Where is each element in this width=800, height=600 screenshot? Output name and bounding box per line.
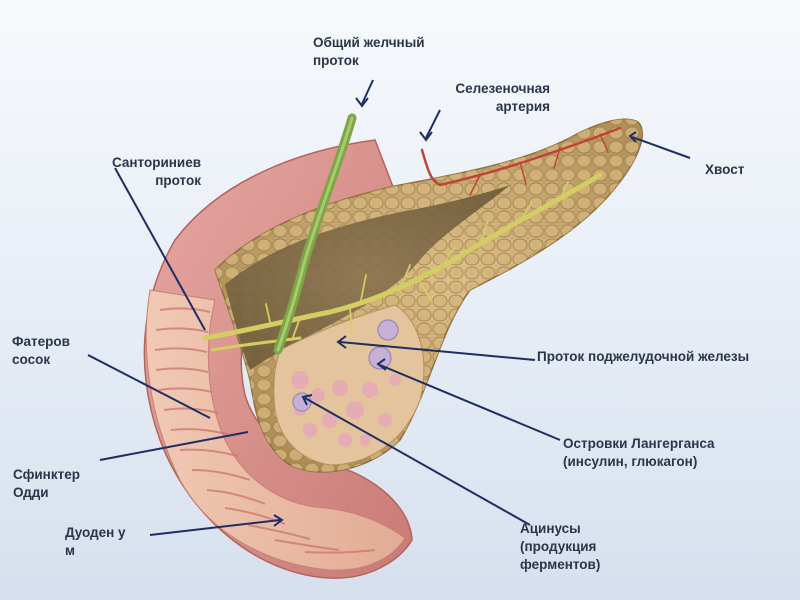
- label-duodenum: Дуоден у м: [65, 525, 126, 558]
- common-bile-duct: [273, 113, 357, 355]
- label-splenic-artery: Селезеночная артерия: [455, 81, 550, 114]
- label-langerhans-islets: Островки Лангерганса (инсулин, глюкагон): [563, 436, 715, 469]
- label-oddi-sphincter: Сфинктер Одди: [13, 467, 80, 500]
- pancreas-head-section: [273, 304, 425, 466]
- label-pancreatic-duct: Проток поджелудочной железы: [537, 349, 750, 364]
- label-vater-papilla: Фатеров сосок: [12, 334, 70, 367]
- label-santorini-duct: Санториниев проток: [111, 155, 201, 188]
- label-acini: Ацинусы (продукция ферментов): [520, 521, 601, 572]
- duodenum-mucosal-folds: [145, 289, 406, 571]
- label-common-bile-duct: Общий желчный проток: [313, 35, 425, 68]
- label-tail: Хвост: [705, 162, 745, 177]
- splenic-artery: [420, 126, 622, 196]
- pancreatic-duct: [202, 172, 603, 352]
- pancreas-cut-surface: [225, 185, 510, 370]
- pointer-lines: [87, 79, 691, 536]
